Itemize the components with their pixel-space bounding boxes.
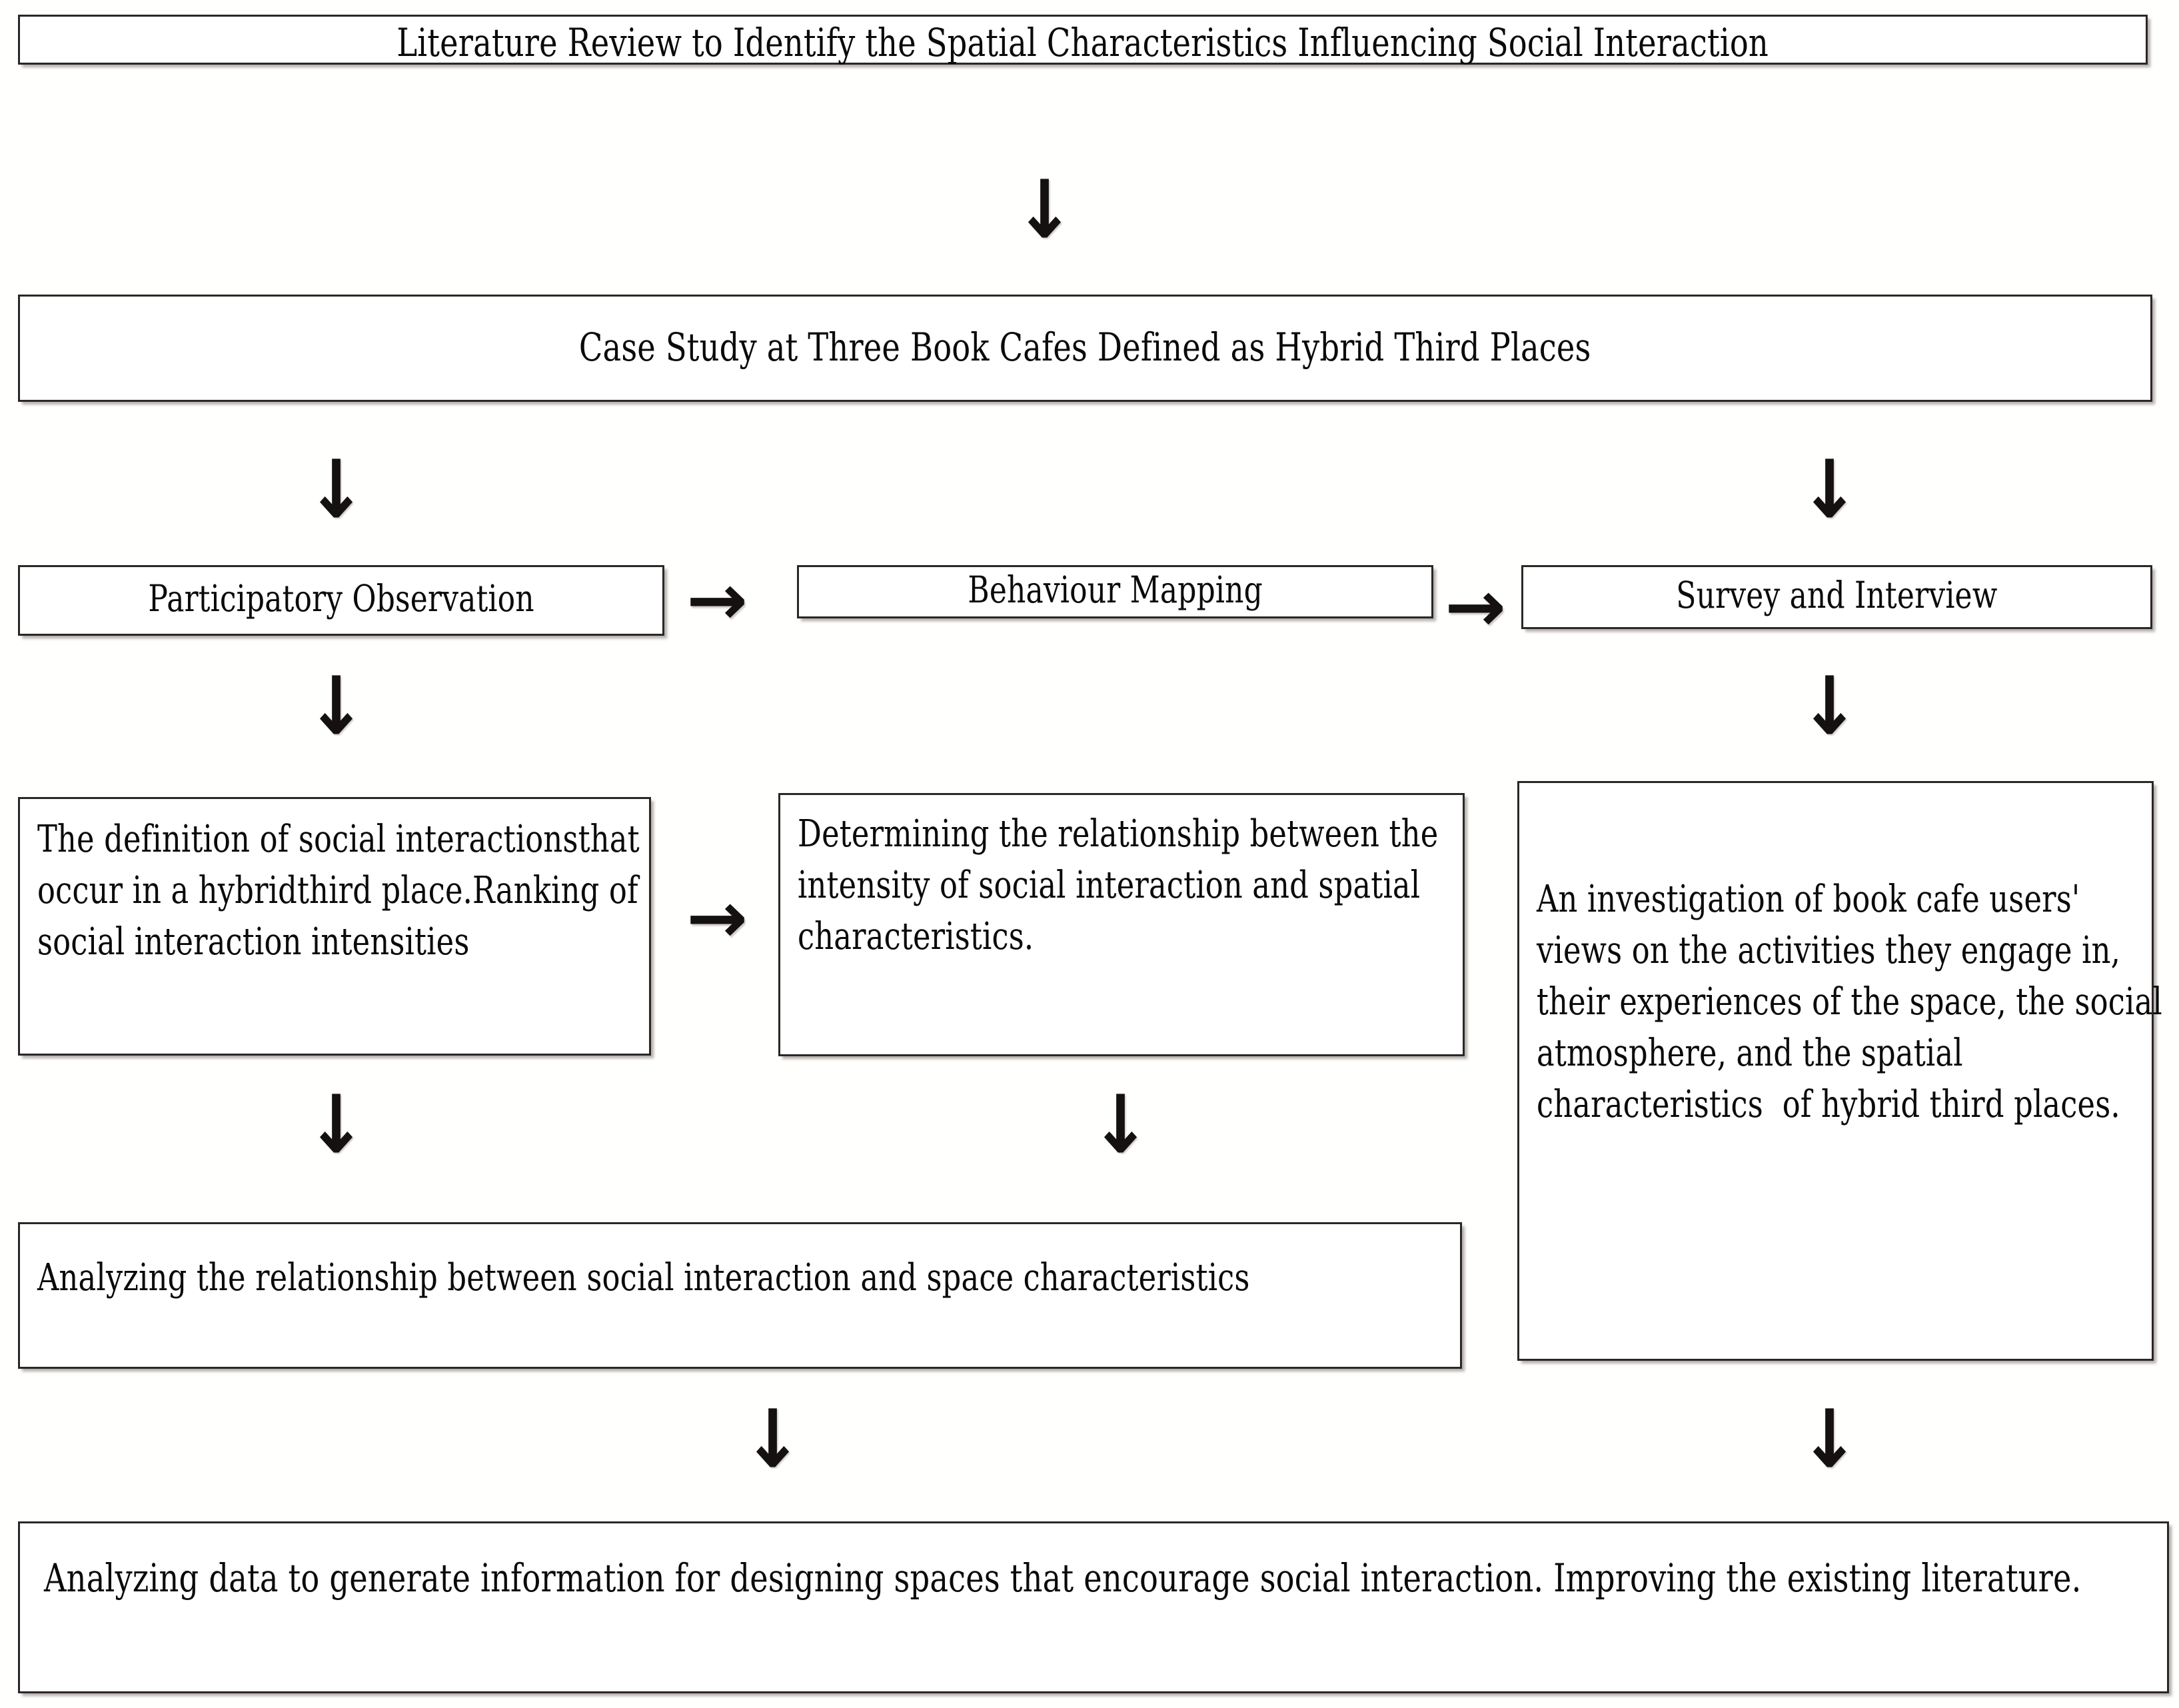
- node-definition-label: The definition of social interactionstha…: [37, 818, 650, 964]
- node-participatory-observation[interactable]: Participatory Observation: [18, 565, 664, 636]
- arrow-right-observation-to-mapping: →: [686, 558, 748, 641]
- node-determining-label: Determining the relationship between the…: [798, 812, 1448, 958]
- node-participatory-observation-label: Participatory Observation: [148, 577, 534, 620]
- arrow-down-investigation-to-data: ↓: [1799, 1391, 1860, 1486]
- arrow-down-analyzing-to-data: ↓: [742, 1391, 803, 1486]
- arrow-down-determining-to-analyzing: ↓: [1090, 1077, 1151, 1172]
- arrow-right-mapping-to-survey: →: [1445, 565, 1507, 648]
- node-literature-review[interactable]: Literature Review to Identify the Spatia…: [18, 15, 2148, 65]
- node-analyzing-data-label: Analyzing data to generate information f…: [44, 1555, 2082, 1601]
- arrow-down-survey-to-investigation: ↓: [1799, 658, 1860, 753]
- node-case-study-label: Case Study at Three Book Cafes Defined a…: [579, 325, 1591, 370]
- node-determining[interactable]: Determining the relationship between the…: [778, 793, 1465, 1056]
- node-investigation-label: An investigation of book cafe users' vie…: [1537, 878, 2172, 1126]
- arrow-down-observation-to-definition: ↓: [305, 658, 366, 753]
- node-literature-review-label: Literature Review to Identify the Spatia…: [396, 20, 1769, 65]
- node-analyzing-relationship-label: Analyzing the relationship between socia…: [37, 1256, 1250, 1299]
- arrow-right-definition-to-determining: →: [686, 876, 748, 959]
- node-behaviour-mapping-label: Behaviour Mapping: [968, 568, 1263, 611]
- node-analyzing-data[interactable]: Analyzing data to generate information f…: [18, 1521, 2169, 1693]
- node-case-study[interactable]: Case Study at Three Book Cafes Defined a…: [18, 295, 2152, 402]
- node-investigation[interactable]: An investigation of book cafe users' vie…: [1517, 781, 2162, 1361]
- node-behaviour-mapping[interactable]: Behaviour Mapping: [797, 565, 1433, 618]
- node-survey-interview[interactable]: Survey and Interview: [1521, 565, 2152, 629]
- node-analyzing-relationship[interactable]: Analyzing the relationship between socia…: [18, 1222, 1462, 1369]
- arrow-down-literature-to-casestudy: ↓: [1014, 162, 1075, 257]
- node-definition[interactable]: The definition of social interactionstha…: [18, 797, 651, 1056]
- node-survey-interview-label: Survey and Interview: [1676, 574, 1998, 616]
- arrow-down-casestudy-to-observation: ↓: [305, 442, 366, 536]
- arrow-down-casestudy-to-survey: ↓: [1799, 442, 1860, 536]
- arrow-down-definition-to-analyzing: ↓: [305, 1077, 366, 1172]
